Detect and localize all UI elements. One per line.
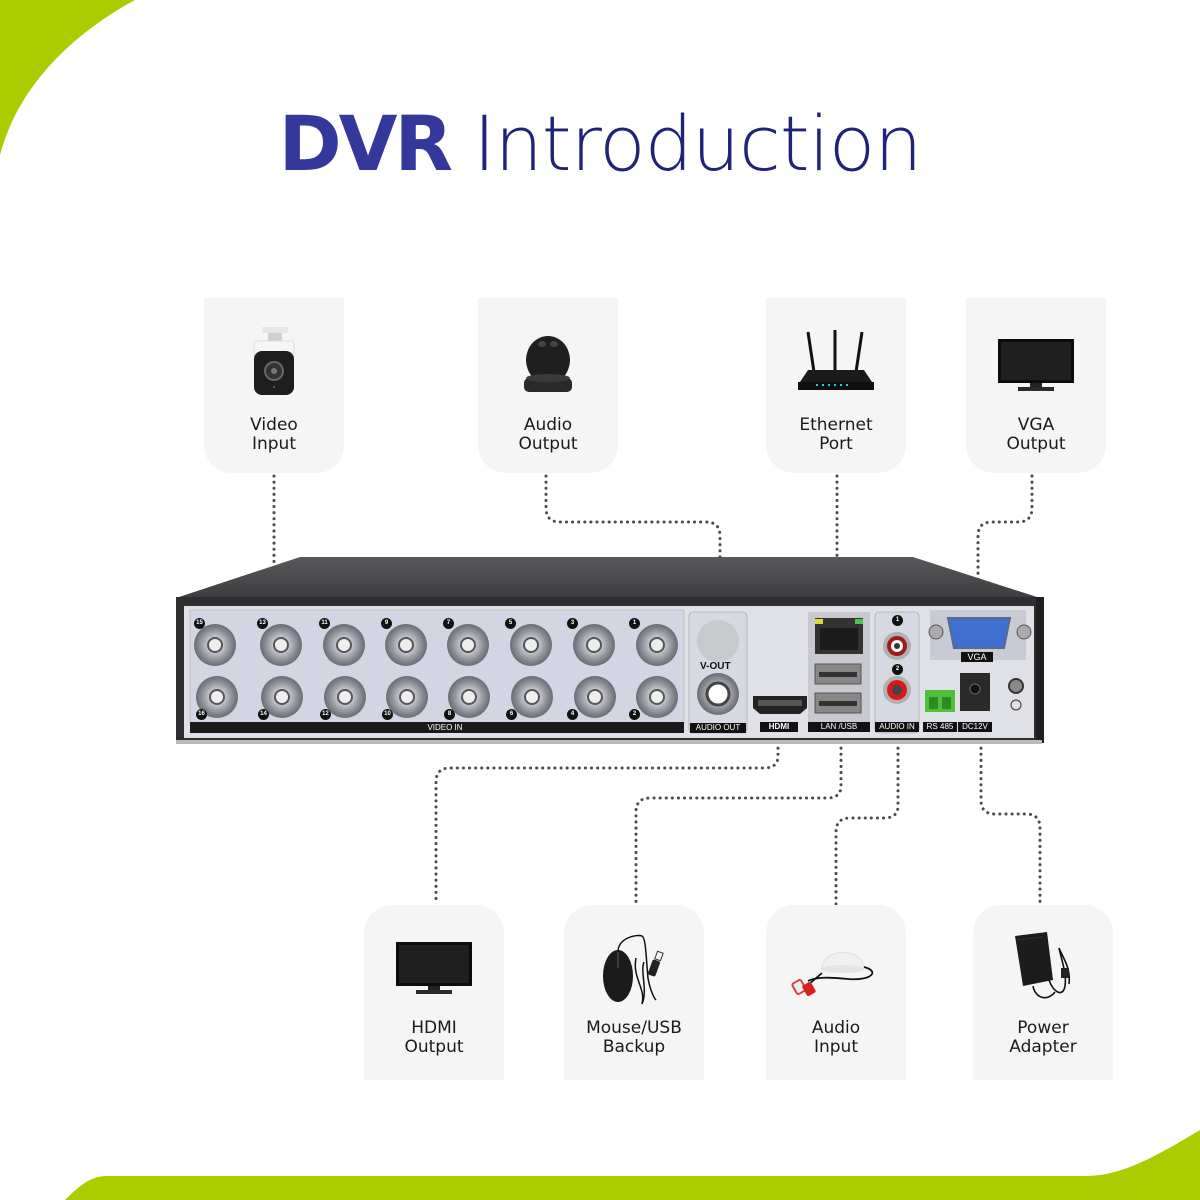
bnc-row-bottom — [196, 676, 678, 718]
connector-audio-output — [544, 474, 722, 692]
channel-label: 7 — [443, 618, 454, 629]
card-label: Video Input — [250, 415, 298, 454]
connector-hdmi — [434, 740, 780, 906]
channel-label: 2 — [629, 709, 640, 720]
channel-label: 5 — [505, 618, 516, 629]
label-audio-out: AUDIO OUT — [690, 723, 746, 733]
channel-label: 10 — [382, 709, 393, 720]
connector-vga — [976, 474, 1034, 642]
channel-label: 13 — [257, 618, 268, 629]
card-ethernet-port: Ethernet Port — [766, 298, 906, 473]
label-vga: VGA — [961, 652, 993, 662]
vga-port — [946, 617, 1012, 649]
channel-label: 3 — [567, 618, 578, 629]
card-label: Ethernet Port — [799, 415, 873, 454]
channel-label: 14 — [258, 709, 269, 720]
channel-label: 8 — [444, 709, 455, 720]
channel-label: 16 — [196, 709, 207, 720]
dvr-top-lid — [176, 557, 1040, 598]
card-video-input: Video Input — [204, 298, 344, 473]
microphone-icon — [786, 923, 886, 1013]
connector-power — [979, 740, 1042, 906]
connector-usb — [634, 740, 843, 906]
card-hdmi-output: HDMI Output — [364, 905, 504, 1080]
card-label: HDMI Output — [404, 1018, 464, 1057]
speaker-icon — [498, 320, 598, 410]
title-light: Introduction — [473, 99, 922, 188]
channel-label: 15 — [194, 618, 205, 629]
channel-label: 12 — [320, 709, 331, 720]
card-label: Power Adapter — [1009, 1018, 1077, 1057]
bnc-row-top — [194, 624, 678, 666]
label-lan-usb: LAN /USB — [808, 722, 870, 732]
monitor-icon — [384, 923, 484, 1013]
page-title: DVR Introduction — [0, 104, 1200, 184]
channel-label: 9 — [381, 618, 392, 629]
card-audio-input: Audio Input — [766, 905, 906, 1080]
monitor-icon — [986, 320, 1086, 410]
title-bold: DVR — [278, 99, 453, 188]
label-video-in: VIDEO IN — [427, 723, 463, 732]
label-audio-in-1: 1 — [892, 615, 903, 626]
channel-label: 1 — [629, 618, 640, 629]
ground-screw — [1008, 678, 1024, 694]
card-mouse-usb-backup: Mouse/USB Backup — [564, 905, 704, 1080]
card-vga-output: VGA Output — [966, 298, 1106, 473]
router-icon — [786, 320, 886, 410]
card-audio-output: Audio Output — [478, 298, 618, 473]
label-audio-in-2: 2 — [892, 664, 903, 675]
security-camera-icon — [224, 320, 324, 410]
label-hdmi: HDMI — [760, 722, 798, 732]
channel-label: 4 — [567, 709, 578, 720]
mouse-icon — [584, 923, 684, 1013]
label-dc12v: DC12V — [958, 722, 992, 732]
label-audio-in: AUDIO IN — [875, 722, 919, 732]
card-label: Mouse/USB Backup — [586, 1018, 682, 1057]
power-adapter-icon — [993, 923, 1093, 1013]
card-label: Audio Output — [518, 415, 578, 454]
card-label: VGA Output — [1006, 415, 1066, 454]
card-power-adapter: Power Adapter — [973, 905, 1113, 1080]
channel-label: 6 — [506, 709, 517, 720]
channel-label: 11 — [319, 618, 330, 629]
card-label: Audio Input — [811, 1018, 861, 1057]
label-rs485: RS 485 — [923, 722, 957, 732]
label-v-out: V-OUT — [700, 661, 731, 672]
